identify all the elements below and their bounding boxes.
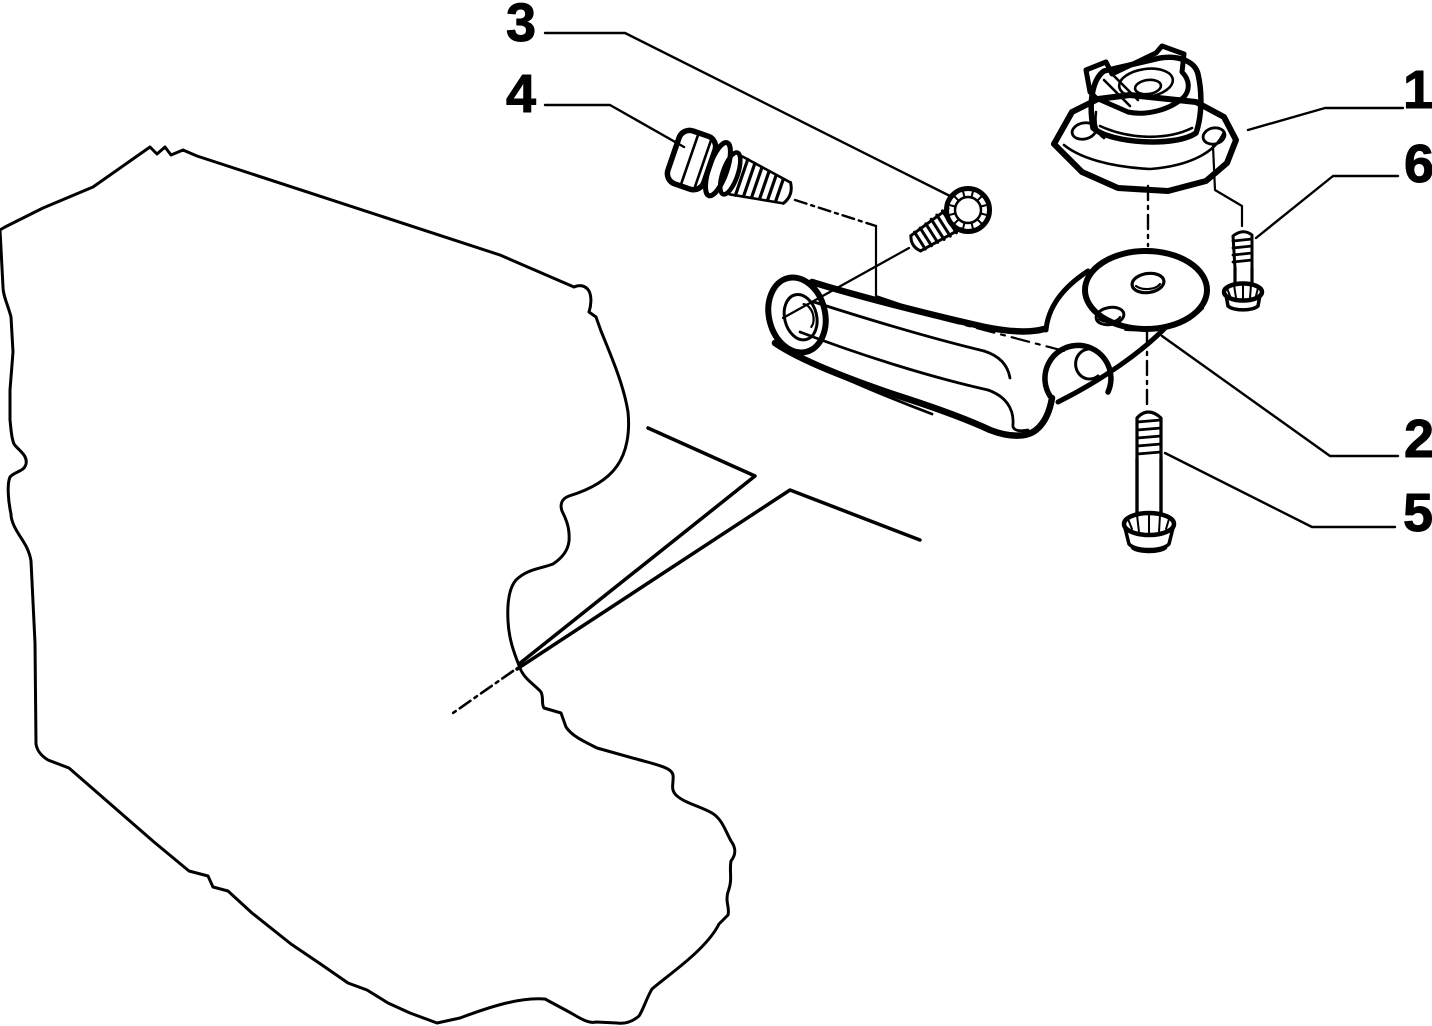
engine-block-outline: [0, 145, 737, 1025]
callout-6: 6: [1254, 134, 1432, 240]
callout-1-number: 1: [1403, 60, 1432, 120]
callout-1-leader: [1246, 106, 1405, 132]
threaded-stud-part: [664, 127, 793, 205]
callout-3: 3: [505, 0, 952, 198]
mount-right-hole: [1201, 126, 1227, 146]
mount-to-bolt6-line: [1211, 144, 1244, 228]
callout-2-leader: [1160, 334, 1400, 458]
callout-3-number: 3: [506, 0, 536, 53]
callout-1: 1: [1246, 60, 1432, 132]
engine-mount-part: [1051, 43, 1239, 194]
plate-center-hole: [1130, 271, 1166, 295]
support-bracket-part: [765, 248, 1210, 439]
callout-4: 4: [505, 64, 686, 149]
callout-2: 2: [1160, 334, 1432, 470]
callout-5-number: 5: [1403, 483, 1432, 543]
small-bolt-part: [1221, 230, 1265, 312]
plate-small-hole: [1094, 305, 1126, 327]
long-bolt-part: [1121, 410, 1177, 554]
callout-4-leader: [543, 103, 686, 149]
callout-5-leader: [1163, 451, 1397, 529]
mounting-axis-lines: [451, 426, 922, 715]
mount-rubber-body: [1088, 54, 1204, 145]
callout-3-leader: [543, 31, 952, 198]
short-bolt-part: [781, 186, 992, 320]
callout-4-number: 4: [506, 64, 536, 124]
callout-6-leader: [1254, 174, 1400, 240]
callout-6-number: 6: [1404, 134, 1432, 194]
mount-top-cap: [1083, 43, 1191, 116]
callout-2-number: 2: [1404, 409, 1432, 469]
callout-5: 5: [1163, 451, 1432, 544]
short-bolt-axis-line: [781, 246, 911, 320]
assembly-centerlines: [1145, 184, 1150, 406]
